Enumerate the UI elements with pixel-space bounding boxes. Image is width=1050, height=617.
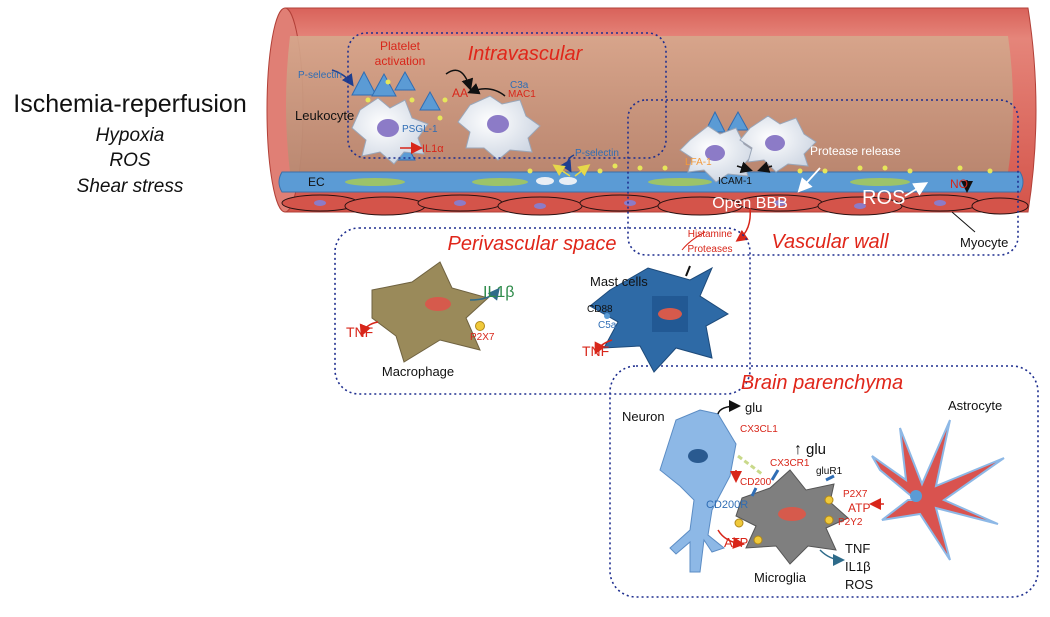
condition-ros: ROS xyxy=(109,150,151,171)
label-c5a: C5a xyxy=(598,320,617,331)
label-mac1: MAC1 xyxy=(508,89,536,100)
region-brain-parenchyma: Brain parenchyma xyxy=(741,372,903,394)
intravascular-cells xyxy=(331,69,993,251)
label-cd200: CD200 xyxy=(740,477,772,488)
condition-shear-stress: Shear stress xyxy=(77,176,184,197)
label-tnf-macrophage: TNF xyxy=(346,324,373,340)
label-protease-release: Protease release xyxy=(810,144,901,158)
region-boxes xyxy=(334,32,1039,598)
blood-vessel xyxy=(266,7,1037,216)
label-cx3cl1: CX3CL1 xyxy=(740,424,778,435)
label-atp-left: ATP xyxy=(724,535,748,550)
condition-hypoxia: Hypoxia xyxy=(96,125,165,146)
label-astrocyte: Astrocyte xyxy=(948,398,1002,413)
monocyte-cell xyxy=(457,95,541,161)
label-p2x7-macrophage: P2X7 xyxy=(470,332,495,343)
label-atp-right: ATP xyxy=(848,501,870,515)
label-ros-microglia: ROS xyxy=(845,577,874,592)
label-platelet-activation-2: activation xyxy=(375,54,426,68)
label-tnf-mast: TNF xyxy=(582,343,609,359)
label-cx3cr1: CX3CR1 xyxy=(770,458,810,469)
label-glur1: gluR1 xyxy=(816,466,843,477)
label-aa: AA xyxy=(452,86,468,100)
label-icam1: ICAM-1 xyxy=(718,176,752,187)
label-proteases: Proteases xyxy=(687,244,732,255)
microglia-cell xyxy=(734,469,884,566)
page-title: Ischemia-reperfusion xyxy=(13,90,246,118)
region-vascular-wall: Vascular wall xyxy=(771,231,889,253)
label-il1a: IL1α xyxy=(422,143,444,155)
label-glu-up: glu xyxy=(806,441,826,458)
label-p2y2: P2Y2 xyxy=(838,517,863,528)
label-mast-cells: Mast cells xyxy=(590,274,648,289)
region-perivascular: Perivascular space xyxy=(448,233,617,255)
astrocyte-cell xyxy=(871,419,1005,561)
label-lfa1: LFA-1 xyxy=(685,157,712,168)
label-open-bbb: Open BBB xyxy=(712,195,788,212)
macrophage-cell xyxy=(359,261,500,363)
label-p2x7-microglia: P2X7 xyxy=(843,489,868,500)
label-p-selectin-left: P-selectin xyxy=(298,70,342,81)
label-cd88: CD88 xyxy=(587,304,613,315)
label-neuron: Neuron xyxy=(622,409,665,424)
label-il1b-macrophage: IL1β xyxy=(483,284,514,301)
label-histamine: Histamine xyxy=(688,229,733,240)
label-p-selectin-mid: P-selectin xyxy=(575,148,619,159)
label-myocyte: Myocyte xyxy=(960,235,1008,250)
label-leukocyte: Leukocyte xyxy=(295,108,354,123)
adherent-leukocytes xyxy=(679,115,817,183)
label-no: NO xyxy=(950,177,968,191)
label-ec: EC xyxy=(308,175,325,189)
label-microglia: Microglia xyxy=(754,570,807,585)
label-platelet-activation-1: Platelet xyxy=(380,39,421,53)
label-cd200r: CD200R xyxy=(706,499,748,511)
label-psgl1: PSGL-1 xyxy=(402,124,438,135)
label-glu: glu xyxy=(745,400,762,415)
up-arrow-icon: ↑ xyxy=(794,441,802,458)
region-intravascular: Intravascular xyxy=(468,43,584,65)
label-ros-vessel: ROS xyxy=(862,187,905,209)
mast-cell xyxy=(589,265,729,373)
label-macrophage: Macrophage xyxy=(382,364,454,379)
label-il1b-microglia: IL1β xyxy=(845,559,871,574)
neuron-cell xyxy=(659,400,763,573)
label-c3a: C3a xyxy=(510,80,529,91)
label-tnf-microglia: TNF xyxy=(845,541,870,556)
